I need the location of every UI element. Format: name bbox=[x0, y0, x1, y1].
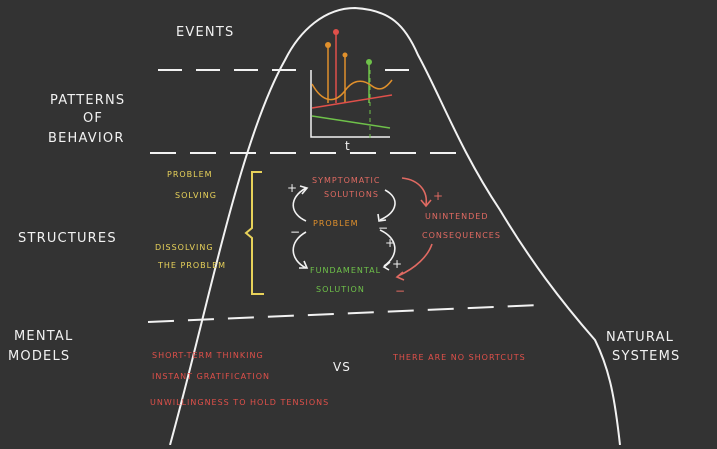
level-mental-1: MENTAL bbox=[14, 329, 73, 344]
dissolving-1: DISSOLVING bbox=[155, 243, 214, 252]
arrowhead-left-upper bbox=[299, 185, 309, 195]
consequence-arrows bbox=[395, 177, 433, 281]
arrow-right-lower bbox=[379, 229, 396, 267]
problem-node: PROBLEM bbox=[313, 219, 359, 228]
arrow-left-lower bbox=[292, 231, 307, 269]
unintended-1: UNINTENDED bbox=[425, 212, 488, 221]
unintended-2: CONSEQUENCES bbox=[422, 231, 501, 240]
sign-plus-right: + bbox=[392, 257, 402, 271]
level-structures: STRUCTURES bbox=[18, 231, 117, 246]
problem-solving-1: PROBLEM bbox=[167, 170, 213, 179]
arrowhead-to-unintended bbox=[420, 199, 432, 208]
arrowhead-right-upper bbox=[377, 213, 387, 222]
problem-solving-2: SOLVING bbox=[175, 191, 217, 200]
series-green bbox=[311, 115, 391, 129]
arrow-right-upper bbox=[379, 189, 396, 221]
symptomatic-2: SOLUTIONS bbox=[324, 190, 379, 199]
sign-minus-mid: − bbox=[378, 221, 388, 235]
level-natural-2: SYSTEMS bbox=[612, 349, 680, 364]
event-dot-2 bbox=[333, 29, 339, 35]
loop-arrows bbox=[292, 185, 396, 271]
arrow-left-upper bbox=[292, 187, 307, 222]
mental-left-2: INSTANT GRATIFICATION bbox=[152, 372, 270, 381]
sign-minus-bottom: − bbox=[395, 284, 405, 298]
fundamental-1: FUNDAMENTAL bbox=[310, 266, 381, 275]
event-dot-3 bbox=[342, 52, 348, 58]
chart-xlabel: t bbox=[345, 139, 350, 153]
mental-vs: VS bbox=[333, 360, 351, 374]
mental-left-1: SHORT-TERM THINKING bbox=[152, 351, 264, 360]
arrowhead-right-lower bbox=[382, 261, 391, 271]
symptomatic-1: SYMPTOMATIC bbox=[312, 176, 380, 185]
dissolving-2: THE PROBLEM bbox=[157, 261, 226, 270]
behavior-chart: t bbox=[310, 29, 393, 153]
waterline-structures bbox=[147, 304, 541, 323]
sign-plus-mid: + bbox=[385, 236, 395, 250]
level-patterns-2: OF bbox=[83, 111, 103, 126]
level-patterns-1: PATTERNS bbox=[50, 93, 125, 108]
fundamental-2: SOLUTION bbox=[316, 285, 365, 294]
series-red bbox=[311, 94, 393, 109]
yellow-bracket bbox=[244, 171, 264, 295]
chart-axes bbox=[310, 70, 390, 138]
mental-left-3: UNWILLINGNESS TO HOLD TENSIONS bbox=[150, 398, 329, 407]
arrow-to-unintended bbox=[401, 177, 428, 206]
event-dot-4 bbox=[366, 59, 372, 65]
level-natural-1: NATURAL bbox=[606, 330, 674, 345]
event-dot-1 bbox=[325, 42, 331, 48]
series-orange bbox=[311, 79, 393, 101]
waterlines bbox=[147, 69, 541, 323]
arrow-from-unintended bbox=[397, 243, 433, 277]
arrowhead-left-lower bbox=[299, 260, 309, 269]
sign-plus-left: + bbox=[287, 181, 297, 195]
level-patterns-3: BEHAVIOR bbox=[48, 131, 125, 146]
sign-minus-left: − bbox=[290, 225, 300, 239]
sign-plus-arrow: + bbox=[433, 189, 443, 203]
iceberg-outline bbox=[169, 6, 621, 446]
mental-right: THERE ARE NO SHORTCUTS bbox=[392, 353, 526, 362]
arrowhead-from-unintended bbox=[395, 271, 405, 281]
level-mental-2: MODELS bbox=[8, 349, 70, 364]
level-events: EVENTS bbox=[176, 25, 234, 40]
